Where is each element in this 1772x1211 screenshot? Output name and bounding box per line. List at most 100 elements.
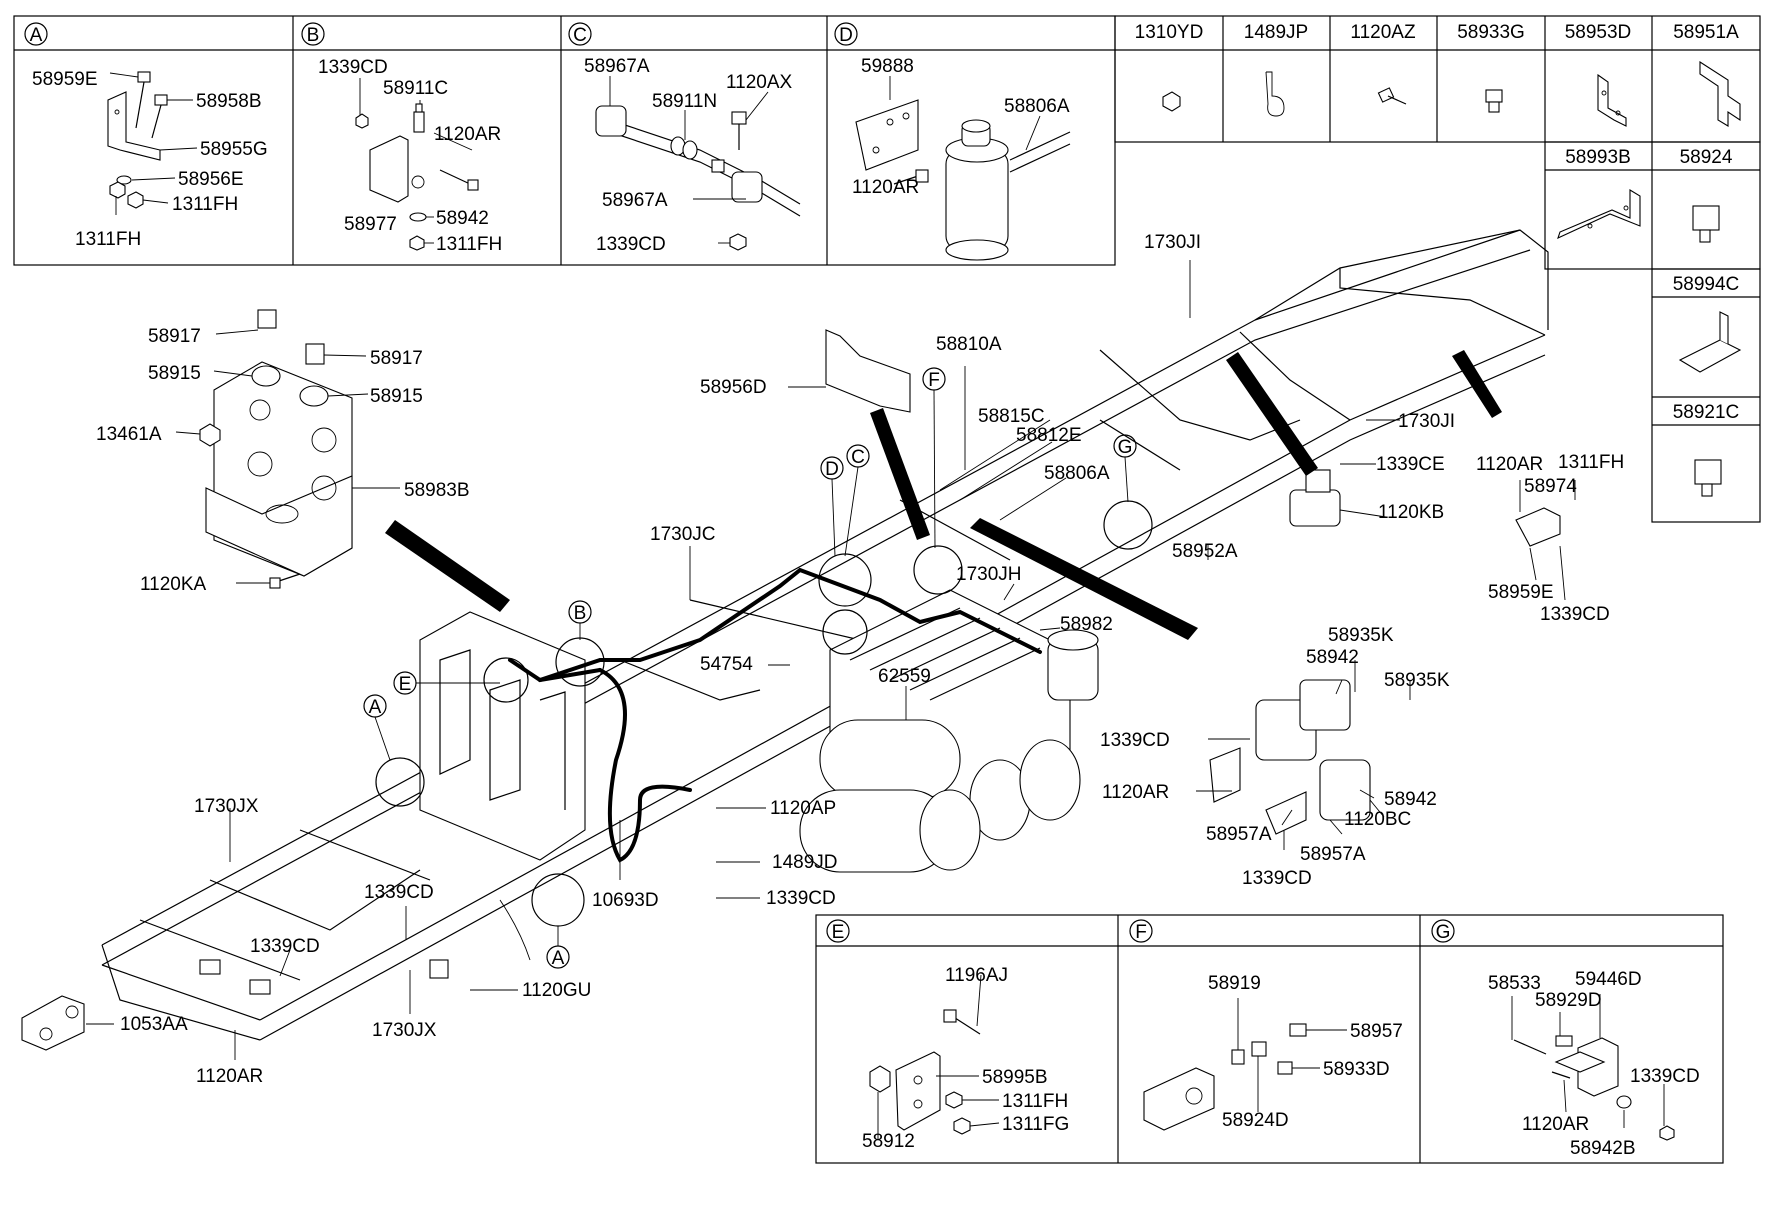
part-label: 1120KA bbox=[140, 574, 207, 595]
part-label: 58967A bbox=[602, 190, 668, 211]
svg-text:E: E bbox=[399, 674, 412, 695]
part-label: 58942 bbox=[1306, 647, 1359, 668]
grid-label: 58921C bbox=[1673, 402, 1740, 423]
part-label: 58983B bbox=[404, 480, 470, 501]
nut-icon bbox=[1162, 91, 1181, 112]
brake-lines bbox=[508, 567, 1042, 863]
part-label: 1311FH bbox=[436, 234, 502, 255]
bracket-icon bbox=[1557, 189, 1641, 240]
part-label: 1311FH bbox=[1558, 452, 1624, 473]
parts-grid bbox=[1114, 15, 1761, 523]
part-label: 58957 bbox=[1350, 1021, 1403, 1042]
part-label: 58955G bbox=[200, 139, 268, 160]
part-label: 58956D bbox=[700, 377, 767, 398]
svg-text:F: F bbox=[928, 370, 940, 391]
box-f-parts bbox=[1143, 998, 1347, 1131]
part-labels: 1310YD 1489JP 1120AZ 58933G 58953D 58951… bbox=[32, 22, 1739, 1159]
part-label: 1730JX bbox=[372, 1020, 437, 1041]
part-label: 1120GU bbox=[522, 980, 591, 1001]
svg-text:D: D bbox=[825, 459, 839, 480]
svg-text:G: G bbox=[1436, 922, 1451, 943]
fitting-icon bbox=[1485, 89, 1503, 113]
part-label: 58952A bbox=[1172, 541, 1238, 562]
part-label: 58942 bbox=[436, 208, 489, 229]
svg-text:D: D bbox=[839, 25, 853, 46]
part-label: 1730JX bbox=[194, 796, 259, 817]
box-a-parts bbox=[107, 71, 198, 215]
block-icon bbox=[1692, 205, 1720, 243]
callout-e-box: E bbox=[826, 919, 850, 943]
part-label: 1339CD bbox=[766, 888, 836, 909]
callout-labels: A B C D E F G A A B C D E F G bbox=[24, 22, 1455, 969]
part-label: 58942 bbox=[1384, 789, 1437, 810]
part-label: 58957A bbox=[1206, 824, 1272, 845]
bracket-group bbox=[175, 309, 400, 589]
part-label: 58810A bbox=[936, 334, 1002, 355]
part-label: 1053AA bbox=[120, 1014, 188, 1035]
bolt-icon bbox=[1377, 87, 1407, 105]
part-label: 58924D bbox=[1222, 1110, 1289, 1131]
part-label: 58933D bbox=[1323, 1059, 1390, 1080]
svg-text:E: E bbox=[832, 922, 845, 943]
part-label: 59446D bbox=[1575, 969, 1642, 990]
part-label: 58806A bbox=[1044, 463, 1110, 484]
callout-c-box: C bbox=[568, 22, 592, 46]
part-label: 58957A bbox=[1300, 844, 1366, 865]
part-label: 13461A bbox=[96, 424, 162, 445]
part-label: 62559 bbox=[878, 666, 931, 687]
part-label: 58956E bbox=[178, 169, 244, 190]
grid-label: 58994C bbox=[1673, 274, 1740, 295]
detail-boxes-bottom bbox=[815, 914, 1724, 1164]
block-icon bbox=[1694, 459, 1722, 497]
callout-a-frame-1: A bbox=[363, 694, 387, 718]
grid-label: 58953D bbox=[1565, 22, 1632, 43]
part-label: 58917 bbox=[370, 348, 423, 369]
part-label: 1339CD bbox=[250, 936, 320, 957]
chassis-frame bbox=[21, 229, 1561, 1051]
part-label: 58974 bbox=[1524, 476, 1577, 497]
part-label: 58917 bbox=[148, 326, 201, 347]
part-label: 1339CD bbox=[364, 882, 434, 903]
callout-a-box: A bbox=[24, 22, 48, 46]
box-c-parts bbox=[595, 76, 801, 251]
callout-f-frame: F bbox=[922, 367, 946, 391]
svg-text:G: G bbox=[1118, 437, 1133, 458]
grid-label: 58951A bbox=[1673, 22, 1739, 43]
bracket-icon bbox=[1678, 311, 1742, 373]
grid-label: 1489JP bbox=[1244, 22, 1308, 43]
grid-label: 58933G bbox=[1457, 22, 1525, 43]
part-label: 58929D bbox=[1535, 990, 1602, 1011]
callout-a-frame-2: A bbox=[546, 945, 570, 969]
part-label: 1311FG bbox=[1002, 1114, 1069, 1135]
part-label: 1730JC bbox=[650, 524, 716, 545]
callout-b-box: B bbox=[301, 22, 325, 46]
part-label: 1311FH bbox=[75, 229, 141, 250]
part-label: 1339CD bbox=[1630, 1066, 1700, 1087]
svg-text:A: A bbox=[552, 948, 565, 969]
part-label: 1339CD bbox=[1100, 730, 1170, 751]
svg-text:A: A bbox=[369, 697, 382, 718]
grid-label: 58993B bbox=[1565, 147, 1631, 168]
part-label: 54754 bbox=[700, 654, 753, 675]
part-label: 1196AJ bbox=[945, 965, 1008, 986]
part-label: 1339CD bbox=[318, 57, 388, 78]
part-label: 1339CD bbox=[1540, 604, 1610, 625]
part-label: 1120AX bbox=[726, 72, 793, 93]
part-label: 1730JI bbox=[1144, 232, 1201, 253]
part-label: 58919 bbox=[1208, 973, 1261, 994]
part-label: 1730JI bbox=[1398, 411, 1455, 432]
part-label: 58935K bbox=[1328, 625, 1394, 646]
part-label: 58942B bbox=[1570, 1138, 1636, 1159]
part-label: 1120KB bbox=[1378, 502, 1444, 523]
svg-text:C: C bbox=[573, 25, 587, 46]
part-label: 59888 bbox=[861, 56, 914, 77]
part-label: 1339CE bbox=[1376, 454, 1445, 475]
part-label: 1489JD bbox=[772, 852, 838, 873]
part-label: 58995B bbox=[982, 1067, 1048, 1088]
callout-c-frame: C bbox=[846, 444, 870, 468]
part-label: 1120AR bbox=[1476, 454, 1543, 475]
part-label: 58958B bbox=[196, 91, 262, 112]
pointer-bands bbox=[385, 350, 1502, 640]
